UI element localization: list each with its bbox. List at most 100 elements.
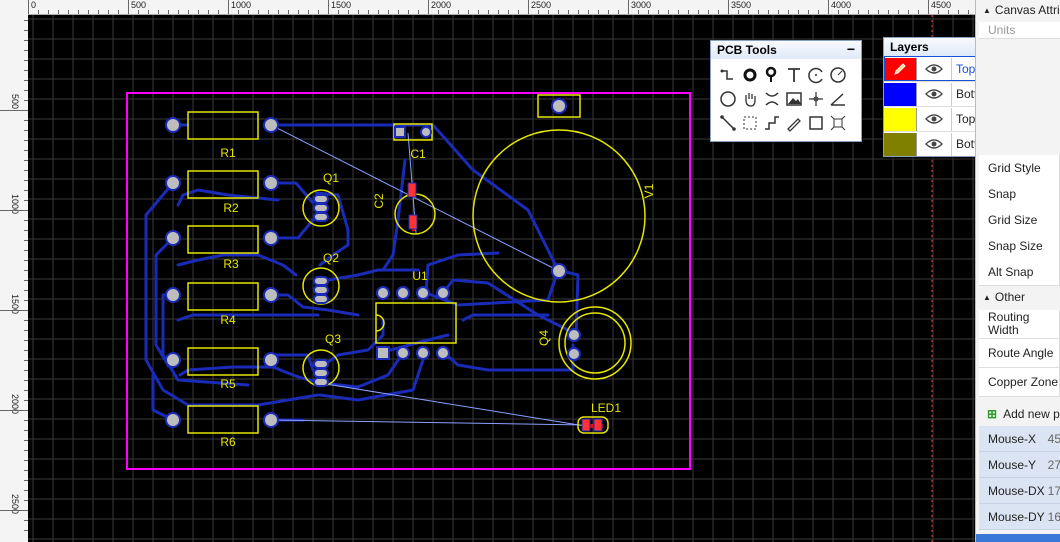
ruler-tick: [248, 10, 249, 14]
canvas-origin-icon[interactable]: [827, 111, 849, 135]
ruler-tick: [24, 320, 28, 321]
mouse-readout-label: Mouse-DX: [988, 483, 1045, 498]
connect-tool-icon[interactable]: [761, 87, 783, 111]
ruler-tick: [138, 10, 139, 14]
ruler-tick: [888, 10, 889, 14]
prop-copper-zone[interactable]: Copper Zone: [979, 368, 1060, 397]
label-u1: U1: [412, 269, 428, 283]
eye-icon[interactable]: [917, 107, 952, 131]
polyline-tool-icon[interactable]: [761, 111, 783, 135]
prop-grid-size[interactable]: Grid Size: [979, 207, 1060, 234]
ruler-tick: [388, 10, 389, 14]
ruler-tick: [24, 140, 28, 141]
ruler-tick: [24, 340, 28, 341]
ruler-tick: [24, 230, 28, 231]
pcb-tools-minimize-button[interactable]: −: [846, 41, 855, 57]
ruler-tick: [24, 170, 28, 171]
pcb-tools-titlebar[interactable]: PCB Tools −: [711, 41, 861, 59]
properties-panel: ▲Canvas Attri Units Grid Style Snap Grid…: [975, 0, 1060, 542]
layer-color-swatch[interactable]: [884, 57, 917, 81]
ruler-tick: [298, 10, 299, 14]
image-tool-icon[interactable]: [783, 87, 805, 111]
measure-point-icon[interactable]: [805, 87, 827, 111]
ruler-tick: [168, 10, 169, 14]
ruler-tick: [558, 10, 559, 14]
prop-routing-width[interactable]: Routing Width: [979, 310, 1060, 339]
ruler-tick: [288, 10, 289, 14]
ruler-tick: [24, 420, 28, 421]
ruler-tick: [868, 10, 869, 14]
ruler-tick: [24, 30, 28, 31]
arc-tool-icon[interactable]: [805, 63, 827, 87]
ruler-tick: [24, 240, 28, 241]
mouse-readout-value: 16: [1047, 509, 1060, 524]
ruler-tick: [928, 0, 929, 14]
board-outline: [126, 92, 691, 470]
ruler-x-label: 4500: [931, 0, 952, 10]
ruler-tick: [24, 130, 28, 131]
pen-tool-icon[interactable]: [783, 111, 805, 135]
circle-tool-icon[interactable]: [717, 87, 739, 111]
prop-units[interactable]: Units: [979, 22, 1060, 39]
ruler-tick: [24, 260, 28, 261]
circle-arc-tool-icon[interactable]: [827, 63, 849, 87]
via-tool-icon[interactable]: [761, 63, 783, 87]
ruler-tick: [768, 10, 769, 14]
ruler-tick: [24, 250, 28, 251]
section-canvas-attributes[interactable]: ▲Canvas Attri: [983, 3, 1060, 17]
ruler-tick: [238, 10, 239, 14]
ruler-tick: [24, 280, 28, 281]
ruler-tick: [538, 10, 539, 14]
ruler-tick: [488, 10, 489, 14]
label-q2: Q2: [323, 251, 339, 265]
ruler-tick: [478, 10, 479, 14]
ruler-tick: [24, 90, 28, 91]
ruler-tick: [24, 460, 28, 461]
ruler-tick: [718, 10, 719, 14]
ruler-tick: [848, 10, 849, 14]
layer-color-swatch[interactable]: [884, 82, 917, 106]
angle-tool-icon[interactable]: [827, 87, 849, 111]
pcb-tools-panel[interactable]: PCB Tools −: [710, 40, 862, 142]
prop-route-angle[interactable]: Route Angle: [979, 339, 1060, 368]
layer-color-swatch[interactable]: [884, 132, 917, 156]
route-tool-icon[interactable]: [717, 63, 739, 87]
ruler-tick: [268, 10, 269, 14]
prop-grid-style[interactable]: Grid Style: [979, 155, 1060, 182]
ruler-y-label: 500: [10, 94, 20, 110]
ruler-tick: [968, 10, 969, 14]
pad-tool-icon[interactable]: [739, 63, 761, 87]
ruler-tick: [24, 330, 28, 331]
label-c1: C1: [410, 147, 426, 161]
section-other[interactable]: ▲Other: [983, 290, 1025, 304]
ruler-tick: [24, 40, 28, 41]
prop-snap[interactable]: Snap: [979, 181, 1060, 208]
ruler-tick: [668, 10, 669, 14]
pcb-canvas[interactable]: R1 R2 R3 R4 R5 R6 Q1 Q2 Q3 C1 U1 LED1 C2…: [28, 15, 975, 542]
eye-icon[interactable]: [917, 57, 952, 81]
line-tool-icon[interactable]: [717, 111, 739, 135]
ruler-tick: [0, 210, 28, 211]
prop-snap-size[interactable]: Snap Size: [979, 233, 1060, 260]
prop-alt-snap[interactable]: Alt Snap: [979, 259, 1060, 286]
ruler-tick: [858, 10, 859, 14]
select-rect-icon[interactable]: [739, 111, 761, 135]
ruler-tick: [128, 0, 129, 14]
ruler-tick: [838, 10, 839, 14]
add-new-property-button[interactable]: ⊞Add new p: [987, 407, 1060, 421]
pan-tool-icon[interactable]: [739, 87, 761, 111]
eye-icon[interactable]: [917, 132, 952, 156]
ruler-tick: [0, 510, 28, 511]
ruler-tick: [178, 10, 179, 14]
ruler-tick: [678, 10, 679, 14]
label-r1: R1: [220, 146, 236, 160]
eye-icon[interactable]: [917, 82, 952, 106]
rectangle-tool-icon[interactable]: [805, 111, 827, 135]
ruler-tick: [24, 200, 28, 201]
ruler-tick: [24, 390, 28, 391]
mouse-readout-value: 17: [1047, 483, 1060, 498]
ruler-tick: [378, 10, 379, 14]
text-tool-icon[interactable]: [783, 63, 805, 87]
layer-color-swatch[interactable]: [884, 107, 917, 131]
